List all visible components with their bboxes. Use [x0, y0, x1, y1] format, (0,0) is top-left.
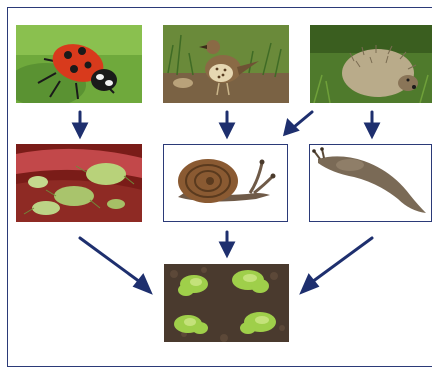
- arrow-aphids-lettuce: [80, 238, 140, 282]
- arrow-hedgehog-snail: [294, 112, 312, 127]
- arrow-slug-lettuce: [312, 238, 372, 282]
